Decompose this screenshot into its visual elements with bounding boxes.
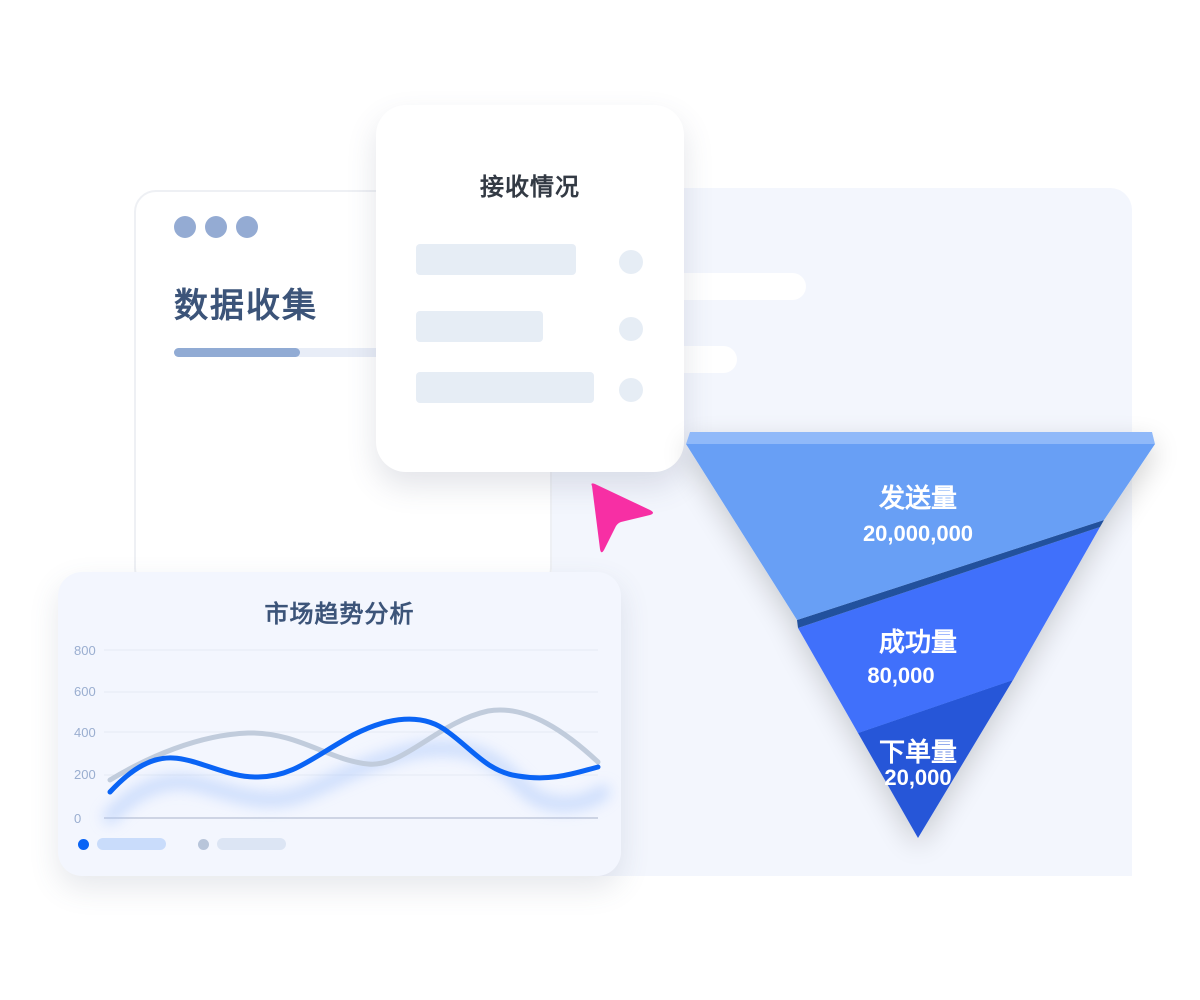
placeholder-bar	[416, 372, 594, 403]
funnel-stage-value: 20,000	[884, 765, 952, 790]
placeholder-bar	[416, 244, 576, 275]
funnel-stage-value: 80,000	[867, 663, 935, 688]
progress-bar	[174, 348, 524, 357]
data-collection-title: 数据收集	[174, 286, 318, 326]
funnel-stage-value: 20,000,000	[862, 521, 974, 546]
y-axis-tick: 800	[74, 643, 96, 658]
placeholder-dot	[619, 250, 643, 274]
market-trend-title: 市场趋势分析	[264, 600, 415, 628]
window-dot-icon	[174, 216, 196, 238]
receive-status-title: 接收情况	[480, 173, 580, 201]
legend-label-placeholder	[217, 838, 286, 850]
y-axis-tick: 400	[74, 725, 96, 740]
funnel-stage-3-label: 下单量 20,000	[818, 732, 1018, 791]
y-axis-tick: 0	[74, 811, 82, 826]
legend-dot-icon	[198, 838, 209, 850]
placeholder-dot	[619, 378, 643, 402]
pointer-arrow-icon	[591, 483, 653, 553]
funnel-stage-1-label: 发送量 20,000,000	[818, 478, 1018, 547]
placeholder-bar	[416, 311, 543, 342]
receive-status-card: 接收情况	[376, 105, 684, 472]
legend-label-placeholder	[97, 838, 166, 850]
y-axis-tick: 200	[74, 767, 96, 782]
progress-fill	[174, 348, 300, 357]
funnel-stage-name: 发送量	[878, 484, 957, 514]
series-2-line	[107, 707, 601, 783]
funnel-stage-name: 成功量	[878, 628, 957, 658]
market-trend-card: 市场趋势分析 800 600 400 200 0	[58, 572, 621, 876]
chart-legend	[78, 838, 286, 850]
placeholder-dot	[619, 317, 643, 341]
window-dots	[174, 216, 258, 238]
funnel-stage-2-label: 成功量 80,000	[818, 622, 1018, 689]
y-axis-tick: 600	[74, 684, 96, 699]
window-dot-icon	[205, 216, 227, 238]
series-1-line	[107, 716, 601, 795]
legend-dot-icon	[78, 838, 89, 850]
trend-line-chart	[103, 649, 610, 824]
window-dot-icon	[236, 216, 258, 238]
funnel-stage-name: 下单量	[878, 738, 957, 768]
